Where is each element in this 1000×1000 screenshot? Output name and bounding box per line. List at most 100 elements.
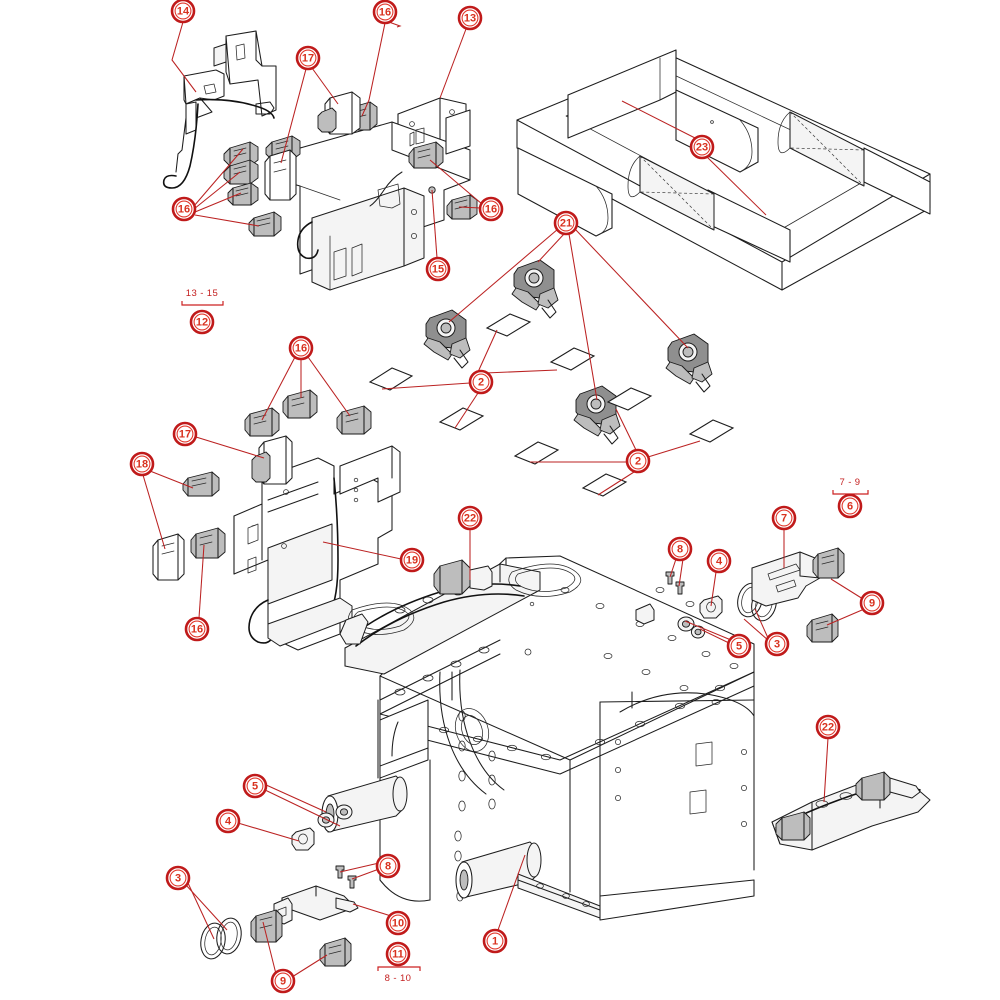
callout-19[interactable]: 19 [399,547,425,573]
leader-line-c18 [149,470,194,489]
callout-13[interactable]: 13 [457,5,483,31]
callout-ring-inner [176,425,194,443]
callout-number: 5 [736,641,742,653]
leader-line-c9b [262,921,277,975]
callout-number: 2 [478,377,484,389]
callout-number: 7 [781,513,787,525]
callout-number: 11 [392,949,404,961]
part-clip-16-mid-c [336,405,372,435]
leader-line-c5a [684,620,732,641]
leader-line-c15a [431,189,438,259]
callout-4[interactable]: 4 [215,808,241,834]
callout-10[interactable]: 10 [385,910,411,936]
leader-line-c5b [262,788,341,827]
callout-23[interactable]: 23 [689,134,715,160]
callout-17[interactable]: 17 [295,45,321,71]
part-box-housing [516,49,931,291]
leader-line-c23 [621,100,698,140]
callout-22[interactable]: 22 [457,505,483,531]
leader-line-c22b [823,737,829,803]
part-shim-plates [368,313,735,497]
leader-line-c2a [381,382,471,390]
callout-1[interactable]: 1 [482,928,508,954]
callout-7[interactable]: 7 [771,505,797,531]
callout-ring-inner [461,509,479,527]
callout-5[interactable]: 5 [242,773,268,799]
callout-16[interactable]: 16 [288,335,314,361]
callout-ring-inner [274,972,292,990]
callout-12[interactable]: 12 [189,309,215,335]
callout-number: 9 [280,976,286,988]
callout-number: 23 [696,142,708,154]
callout-16[interactable]: 16 [478,196,504,222]
callout-5[interactable]: 5 [726,633,752,659]
callout-8[interactable]: 8 [375,853,401,879]
leader-line-c5b [263,783,327,813]
callout-2[interactable]: 2 [468,369,494,395]
part-clip-18-b [152,533,185,581]
leader-line-c2a [477,329,498,373]
callout-2[interactable]: 2 [625,448,651,474]
callout-17[interactable]: 17 [172,421,198,447]
callout-ring-inner [389,914,407,932]
leader-line-c14 [171,21,197,93]
leader-line-c19 [322,541,402,560]
leader-line-c21 [574,228,689,349]
callout-9[interactable]: 9 [859,590,885,616]
callout-ring-inner [174,2,192,20]
callout-ring-inner [557,214,575,232]
range-brackets: 13 - 157 - 98 - 10 [181,288,869,984]
callout-ring-inner [472,373,490,391]
callout-22[interactable]: 22 [815,714,841,740]
leader-line-c3a [743,618,770,642]
range-label-r8_10: 8 - 10 [385,973,412,984]
leader-line-c17a [311,67,339,105]
callout-6[interactable]: 6 [837,493,863,519]
callout-3[interactable]: 3 [165,865,191,891]
callout-8[interactable]: 8 [667,536,693,562]
callout-21[interactable]: 21 [553,210,579,236]
callout-ring-inner [841,497,859,515]
leader-line-c2b [647,440,701,458]
leader-line-c10 [352,903,392,917]
callout-number: 16 [379,7,391,19]
callout-16[interactable]: 16 [171,196,197,222]
callout-ring-inner [671,540,689,558]
part-clip-16-upper-g [446,194,478,220]
callout-ring-inner [693,138,711,156]
leader-line-c18 [142,474,166,550]
callout-9[interactable]: 9 [270,968,296,994]
leader-line-c2b [597,471,635,496]
callout-ring-inner [629,452,647,470]
part-latch-21-c [665,333,713,393]
range-label-r7_9: 7 - 9 [839,477,860,488]
callout-16[interactable]: 16 [184,616,210,642]
leader-line-c23 [705,155,767,216]
callout-number: 12 [196,317,208,329]
callout-ring-inner [169,869,187,887]
callout-3[interactable]: 3 [764,631,790,657]
callout-18[interactable]: 18 [129,451,155,477]
callout-number: 3 [774,639,780,651]
callout-16[interactable]: 16 [372,0,398,25]
callout-14[interactable]: 14 [170,0,196,24]
callout-number: 18 [136,459,148,471]
callout-ring-inner [730,637,748,655]
callout-number: 14 [177,6,190,18]
callout-4[interactable]: 4 [706,548,732,574]
callout-ring-inner [376,3,394,21]
callout-15[interactable]: 15 [425,256,451,282]
part-latch-21-b [511,259,559,319]
leader-line-c9a [830,578,864,600]
callout-ring-inner [461,9,479,27]
range-bracket-r8_10 [377,966,421,971]
part-clip-16-upper-e [248,211,282,237]
callout-number: 16 [178,204,190,216]
part-clip-16-upper-d [227,182,259,206]
callout-number: 4 [225,816,232,828]
callout-11[interactable]: 11 [385,941,411,967]
part-latch-21-d [573,385,621,445]
part-mid-bracket-assembly [233,445,401,651]
leader-line-c16b [193,148,244,207]
